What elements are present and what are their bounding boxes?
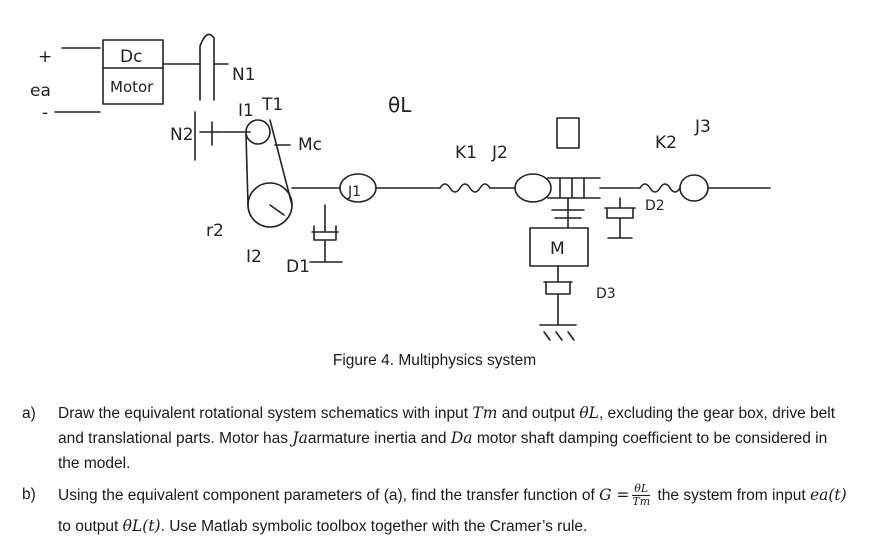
label-k2: K2 [655,133,677,153]
qb-text-3: to output [58,518,123,535]
label-dc: Dc [120,47,142,67]
qb-thetaL: θL(t) [122,517,161,535]
lead-screw [547,177,601,199]
qb-text-4: . Use Matlab symbolic toolbox together w… [160,518,588,535]
label-plus: + [38,47,52,67]
label-theta-l: θL [388,93,412,117]
multiphysics-sketch: Dc Motor ea + - N1 N2 I1 T1 Mc r2 I2 D1 … [30,33,771,341]
figure-caption: Figure 4. Multiphysics system [332,352,537,369]
question-b: b) Using the equivalent component parame… [22,480,852,542]
question-a-label: a) [22,405,36,422]
qa-thetaL: θL [579,404,599,422]
label-i1: I1 [238,101,254,121]
damper-d1 [309,204,343,263]
mass-box [529,227,589,267]
pulley-radius [269,204,285,216]
screw-nut [556,117,580,149]
label-j2: J2 [491,143,508,163]
qb-frac-den: Tm [632,495,651,509]
gear-n2 [194,111,219,161]
label-d3: D3 [596,286,616,302]
label-j1: J1 [347,184,361,200]
qa-text-1: Draw the equivalent rotational system sc… [58,405,473,422]
label-motor: Motor [110,78,154,96]
drive-belt [245,119,293,206]
gear-n1 [199,33,215,101]
rack-link [551,197,585,229]
pulley-small [245,119,271,145]
label-d2: D2 [645,198,665,214]
question-a: a) Draw the equivalent rotational system… [22,401,852,476]
qb-text-1: Using the equivalent component parameter… [58,487,600,504]
qa-Ja: Ja [292,429,308,447]
question-b-text: Using the equivalent component parameter… [58,480,852,542]
damper-d3 [539,265,577,326]
label-minus: - [42,103,48,123]
inertia-j2 [514,173,552,203]
inertia-j3 [679,174,709,202]
label-r2: r2 [206,221,224,241]
qa-Tm: Tm [472,404,498,422]
qa-text-3: , excluding the gear box, drive belt and… [58,405,836,447]
label-n2: N2 [170,125,194,145]
label-mc: Mc [298,135,322,155]
damper-d2 [604,197,636,239]
question-a-text: Draw the equivalent rotational system sc… [58,401,852,476]
qb-frac-num: θL [632,482,651,497]
label-i2: I2 [246,247,262,267]
qb-G: G = [599,486,630,504]
label-j3: J3 [694,117,711,137]
label-m: M [550,239,565,259]
ground-hatch [543,331,575,341]
spring-k1 [439,183,491,193]
label-n1: N1 [232,65,256,85]
dc-motor-box [102,39,164,105]
qb-text-2: the system from input [653,487,810,504]
qa-Da: Da [450,429,473,447]
label-ea: ea [30,81,51,101]
question-b-label: b) [22,486,36,503]
qa-text-5: motor shaft damping coefficient to be co… [58,430,828,472]
qa-text-2: and output [497,405,580,422]
label-d1: D1 [286,257,310,277]
label-k1: K1 [455,143,477,163]
qb-ea: ea(t) [809,486,847,504]
label-t1: T1 [261,95,283,115]
spring-k2 [639,183,681,193]
qa-text-4: armature inertia and [307,430,451,447]
